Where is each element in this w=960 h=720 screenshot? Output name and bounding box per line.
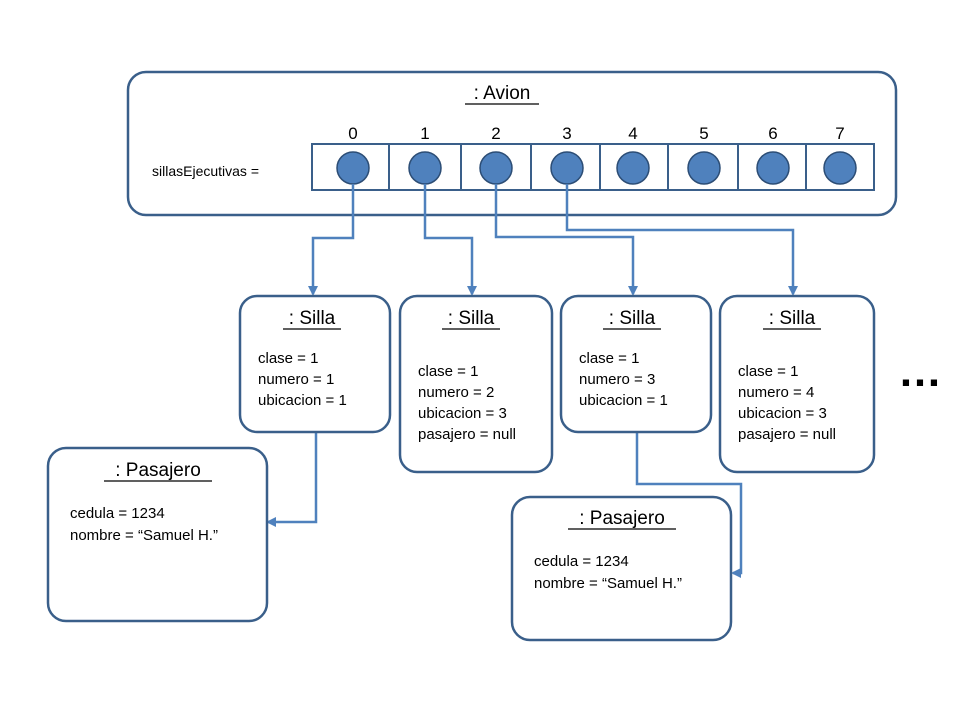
connector-silla-2 <box>423 184 477 296</box>
index-label-4: 4 <box>628 124 637 143</box>
silla-object-1: : Silla clase = 1 numero = 1 ubicacion =… <box>238 294 392 434</box>
reference-dot-0 <box>336 151 370 185</box>
index-label-7: 7 <box>835 124 844 143</box>
index-label-5: 5 <box>699 124 708 143</box>
attribute: cedula = 1234 <box>70 505 165 522</box>
attribute: numero = 2 <box>418 384 494 401</box>
reference-dot-2 <box>479 151 513 185</box>
index-label-1: 1 <box>420 124 429 143</box>
pasajero-object-2: : Pasajero cedula = 1234 nombre = “Samue… <box>510 495 733 642</box>
index-label-0: 0 <box>348 124 357 143</box>
attribute: pasajero = null <box>418 426 516 443</box>
silla-title: : Silla <box>769 308 816 329</box>
attribute: numero = 1 <box>258 371 334 388</box>
attribute: numero = 3 <box>579 371 655 388</box>
connector-pasajero-1 <box>266 431 318 527</box>
attribute: pasajero = null <box>738 426 836 443</box>
reference-dot-7 <box>823 151 857 185</box>
silla-box <box>398 294 554 474</box>
index-labels: 0 1 2 3 4 5 6 7 <box>348 124 844 143</box>
silla-box <box>559 294 713 434</box>
reference-dot-1 <box>408 151 442 185</box>
attribute: ubicacion = 3 <box>418 405 507 422</box>
avion-object: : Avion sillasEjecutivas = 0 1 2 3 4 5 6… <box>126 70 898 217</box>
more-items-ellipsis: … <box>898 347 942 396</box>
reference-dot-5 <box>687 151 721 185</box>
reference-dot-6 <box>756 151 790 185</box>
pasajero-title: : Pasajero <box>579 508 665 529</box>
connector-silla-3 <box>494 184 638 296</box>
silla-box <box>238 294 392 434</box>
pasajero-box <box>510 495 733 642</box>
attribute: ubicacion = 3 <box>738 405 827 422</box>
attribute: clase = 1 <box>258 350 318 367</box>
index-label-3: 3 <box>562 124 571 143</box>
silla-box <box>718 294 876 474</box>
reference-dot-3 <box>550 151 584 185</box>
connector-pasajero-2 <box>635 431 743 578</box>
silla-object-3: : Silla clase = 1 numero = 3 ubicacion =… <box>559 294 713 434</box>
silla-object-4: : Silla clase = 1 numero = 4 ubicacion =… <box>718 294 876 474</box>
connectors <box>266 184 798 578</box>
sillas-ejecutivas-label: sillasEjecutivas = <box>152 163 259 179</box>
avion-title: : Avion <box>474 83 531 104</box>
silla-title: : Silla <box>448 308 495 329</box>
attribute: clase = 1 <box>579 350 639 367</box>
attribute: nombre = “Samuel H.” <box>534 575 682 592</box>
silla-object-2: : Silla clase = 1 numero = 2 ubicacion =… <box>398 294 554 474</box>
index-label-6: 6 <box>768 124 777 143</box>
attribute: numero = 4 <box>738 384 814 401</box>
pasajero-title: : Pasajero <box>115 460 201 481</box>
connector-silla-1 <box>308 184 355 296</box>
silla-title: : Silla <box>289 308 336 329</box>
attribute: nombre = “Samuel H.” <box>70 527 218 544</box>
silla-title: : Silla <box>609 308 656 329</box>
pasajero-box <box>46 446 269 623</box>
connector-silla-4 <box>565 184 798 296</box>
index-label-2: 2 <box>491 124 500 143</box>
reference-dot-4 <box>616 151 650 185</box>
attribute: clase = 1 <box>738 363 798 380</box>
pasajero-object-1: : Pasajero cedula = 1234 nombre = “Samue… <box>46 446 269 623</box>
attribute: clase = 1 <box>418 363 478 380</box>
attribute: cedula = 1234 <box>534 553 629 570</box>
attribute: ubicacion = 1 <box>258 392 347 409</box>
reference-dots <box>336 151 857 185</box>
attribute: ubicacion = 1 <box>579 392 668 409</box>
